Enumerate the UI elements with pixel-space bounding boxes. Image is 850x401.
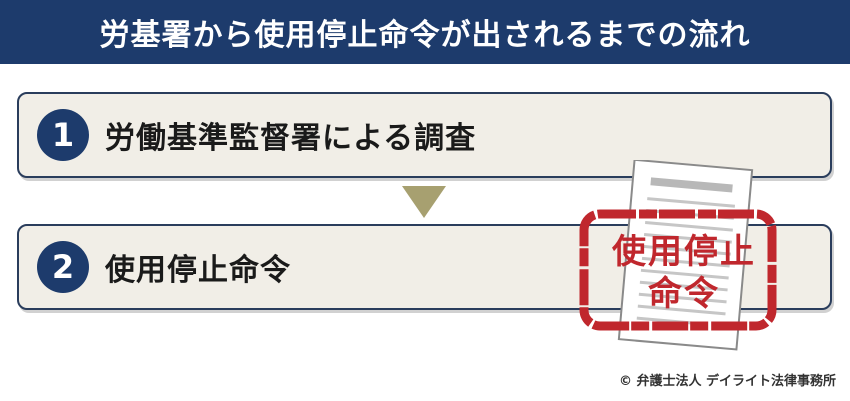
stamp-text-line1: 使用停止 <box>612 232 756 272</box>
down-triangle-arrow-icon <box>402 186 446 218</box>
page-title-bar: 労基署から使用停止命令が出されるまでの流れ <box>0 0 850 64</box>
step-box-investigation: 1 労働基準監督署による調査 <box>17 92 832 178</box>
step-label: 使用停止命令 <box>105 253 291 288</box>
document-icon <box>579 160 777 351</box>
copyright-text: © 弁護士法人 デイライト法律事務所 <box>618 374 836 389</box>
page-title: 労基署から使用停止命令が出されるまでの流れ <box>99 18 751 53</box>
stamp-text-line2: 命令 <box>648 274 720 314</box>
step-label: 労働基準監督署による調査 <box>105 121 477 156</box>
step-number-badge: 2 <box>37 241 89 293</box>
step-number-badge: 1 <box>37 109 89 161</box>
